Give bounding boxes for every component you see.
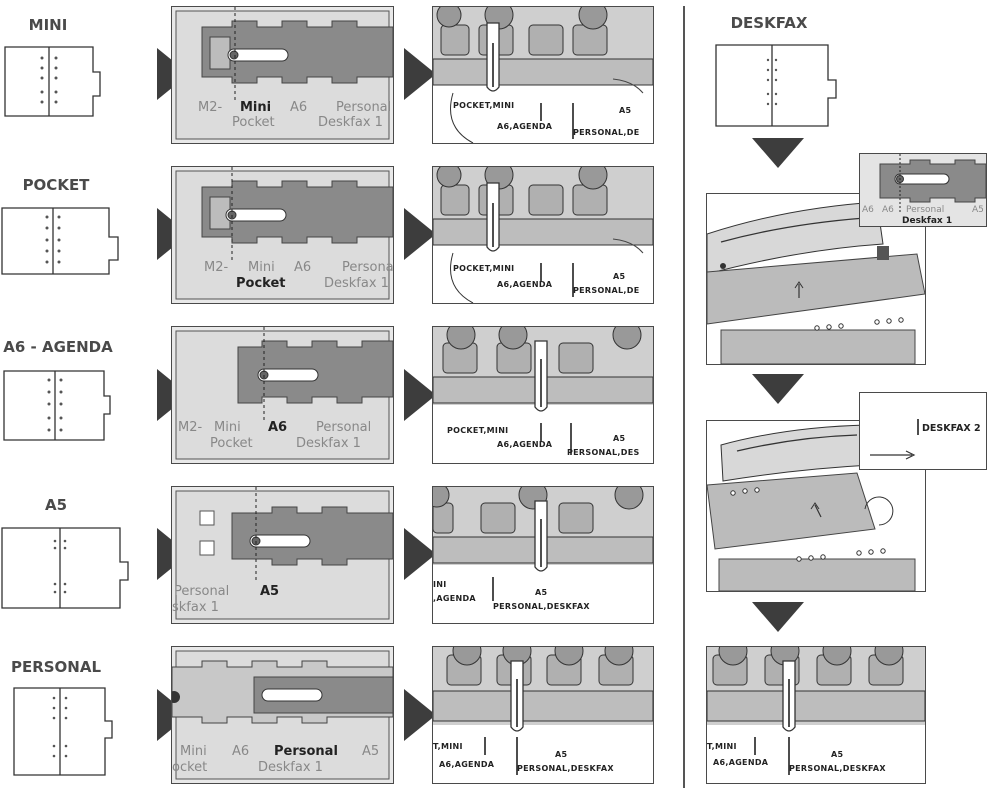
a6-planner-icon — [3, 370, 111, 441]
deskfax-inset1: A6 A6 Personal A5 Deskfax 1 — [859, 153, 987, 227]
guide-label: A6 — [294, 260, 311, 275]
ruler-label: PERSONAL,DESKFAX — [517, 764, 614, 773]
ruler-label: A5 — [555, 750, 567, 759]
guide-label: Pocket — [210, 436, 253, 451]
ruler-label: ,AGENDA — [433, 594, 476, 603]
punch-panel-row1: POCKET,MINI A6,AGENDA PERSONAL,DE A5 — [432, 6, 654, 144]
a5-planner-icon — [1, 527, 129, 609]
guide-label-active: Mini — [240, 100, 271, 115]
guide-label: A6 — [290, 100, 307, 115]
ruler-label: POCKET,MINI — [453, 101, 514, 110]
guide-panel-mini: M2- Mini A6 Personal Pocket Deskfax 1 — [171, 6, 394, 144]
guide-label: A6 — [232, 744, 249, 759]
personal-planner-icon — [13, 687, 113, 776]
ruler-label: PERSONAL,DESKFAX — [789, 764, 886, 773]
arrow-right-icon — [404, 369, 436, 421]
deskfax-planner-icon — [715, 44, 837, 127]
guide-label: Mini — [180, 744, 207, 759]
guide-label: Deskfax 1 — [296, 436, 361, 451]
deskfax-inset2: DESKFAX 2 — [859, 392, 987, 470]
guide-panel-a5: Personal A5 skfax 1 — [171, 486, 394, 624]
ruler-label: T,MINI — [433, 742, 463, 751]
ruler-label: POCKET,MINI — [453, 264, 514, 273]
guide-label: Personal — [174, 584, 229, 599]
ruler-label: A6,AGENDA — [439, 760, 495, 769]
guide-panel-personal: Mini A6 Personal A5 ocket Deskfax 1 — [171, 646, 394, 784]
guide-label-active: A6 — [268, 420, 287, 435]
guide-label: M2- — [198, 100, 222, 115]
guide-panel-a6: M2- Mini A6 Personal Pocket Deskfax 1 — [171, 326, 394, 464]
guide-label-active: Personal — [274, 744, 338, 759]
ruler-label: A6,AGENDA — [497, 280, 553, 289]
ruler-label: PERSONAL,DESKFAX — [493, 602, 590, 611]
ruler-label: PERSONAL,DES — [567, 448, 640, 457]
ruler-label: POCKET,MINI — [447, 426, 508, 435]
arrow-down-icon — [752, 602, 804, 632]
inset-label-active: DESKFAX 2 — [922, 423, 981, 434]
ruler-label: A5 — [831, 750, 843, 759]
guide-label-active: Pocket — [236, 276, 286, 291]
guide-label: skfax 1 — [172, 600, 219, 615]
guide-label: Deskfax 1 — [258, 760, 323, 775]
guide-label: A5 — [362, 744, 379, 759]
ruler-label: A5 — [613, 272, 625, 281]
guide-label: Mini — [248, 260, 275, 275]
arrow-down-icon — [752, 374, 804, 404]
column-divider — [683, 6, 685, 788]
punch-panel-row5: T,MINI A6,AGENDA PERSONAL,DESKFAX A5 — [432, 646, 654, 784]
arrow-right-icon — [404, 48, 436, 100]
guide-label: Deskfax 1 — [324, 276, 389, 291]
ruler-label: A5 — [613, 434, 625, 443]
arrow-right-icon — [404, 528, 436, 580]
guide-label: Mini — [214, 420, 241, 435]
inset-label: A5 — [972, 205, 984, 215]
inset-label: A6 — [862, 205, 874, 215]
inset-label: Personal — [906, 205, 944, 215]
mini-planner-icon — [4, 46, 101, 117]
deskfax-final-panel: T,MINI A6,AGENDA PERSONAL,DESKFAX A5 — [706, 646, 926, 784]
ruler-label: A5 — [619, 106, 631, 115]
ruler-label: PERSONAL,DE — [573, 286, 639, 295]
planner-icons — [1, 46, 129, 776]
guide-label: ocket — [172, 760, 207, 775]
row-title-personal: PERSONAL — [10, 658, 102, 676]
guide-label: M2- — [204, 260, 228, 275]
ruler-label: A6,AGENDA — [497, 440, 553, 449]
guide-label: Personal — [336, 100, 391, 115]
ruler-label: A6,AGENDA — [713, 758, 769, 767]
ruler-label: A5 — [535, 588, 547, 597]
punch-panel-row4: INI ,AGENDA PERSONAL,DESKFAX A5 — [432, 486, 654, 624]
ruler-label: A6,AGENDA — [497, 122, 553, 131]
arrow-down-icon — [752, 138, 804, 168]
arrow-right-icon — [404, 208, 436, 260]
ruler-label: INI — [433, 580, 447, 589]
row-title-a5: A5 — [44, 496, 68, 514]
guide-label: Personal — [316, 420, 371, 435]
ruler-label: T,MINI — [707, 742, 737, 751]
row-title-a6: A6 - AGENDA — [3, 338, 113, 356]
row-title-mini: MINI — [28, 16, 68, 34]
guide-label: Pocket — [232, 115, 275, 130]
ruler-label: PERSONAL,DE — [573, 128, 639, 137]
punch-panel-row3: POCKET,MINI A6,AGENDA PERSONAL,DES A5 — [432, 326, 654, 464]
guide-label: Deskfax 1 — [318, 115, 383, 130]
inset-label-active: Deskfax 1 — [902, 216, 952, 226]
punch-panel-row2: POCKET,MINI A6,AGENDA PERSONAL,DE A5 — [432, 166, 654, 304]
row-title-pocket: POCKET — [22, 176, 90, 194]
deskfax-title: DESKFAX — [730, 14, 808, 32]
inset-label: A6 — [882, 205, 894, 215]
arrow-right-icon — [404, 689, 436, 741]
guide-label: Persona — [342, 260, 393, 275]
guide-label: M2- — [178, 420, 202, 435]
guide-label-active: A5 — [260, 584, 279, 599]
guide-panel-pocket: M2- Mini A6 Persona Pocket Deskfax 1 — [171, 166, 394, 304]
